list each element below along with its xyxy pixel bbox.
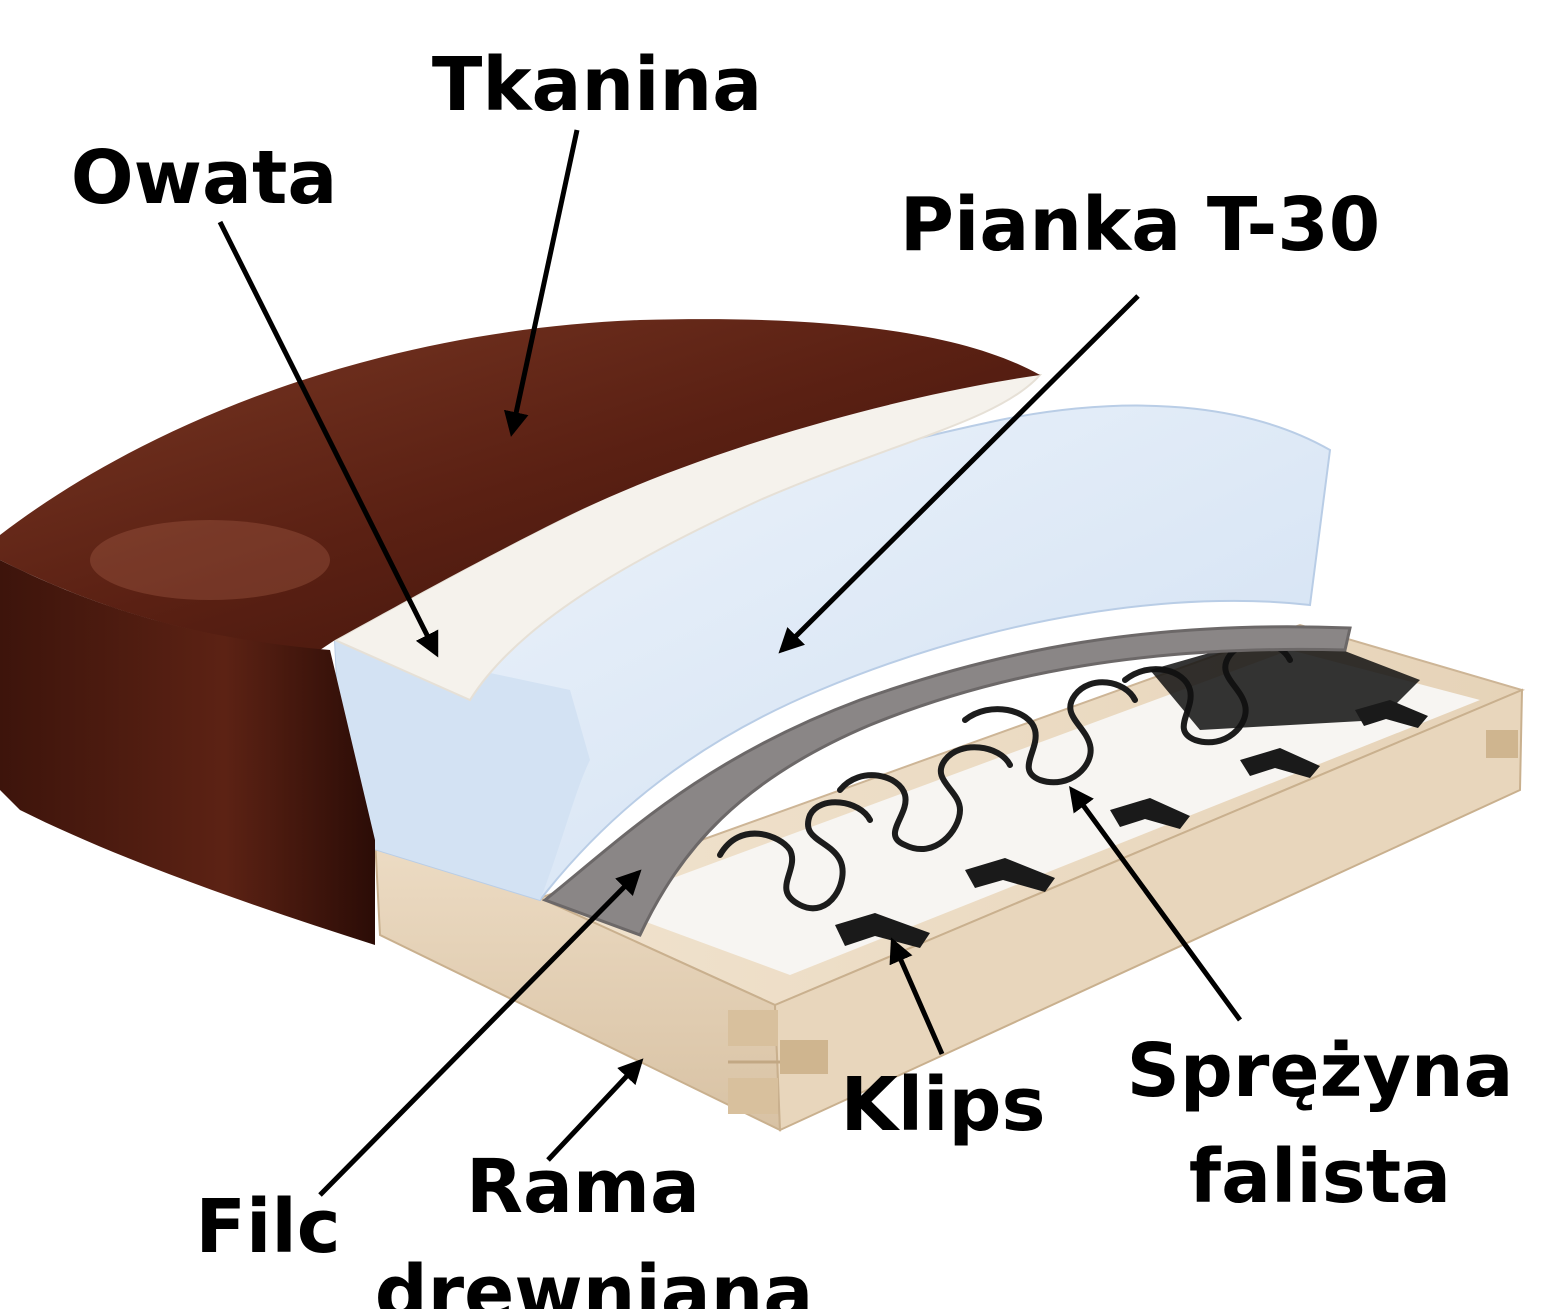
label-rama-line1: Rama (466, 1144, 700, 1230)
arrow-icon (889, 937, 945, 1056)
spring-clip-icon (1110, 798, 1190, 829)
arrow-icon (778, 294, 1140, 654)
label-owata: Owata (71, 135, 338, 221)
label-tkanina: Tkanina (432, 42, 762, 128)
label-klips: Klips (840, 1062, 1045, 1148)
frame-inner-base (600, 650, 1480, 975)
sinuous-spring-icon (837, 744, 1013, 853)
frame-right-side (773, 688, 1524, 1132)
arrow-icon (217, 220, 439, 658)
arrow-icon (503, 129, 580, 437)
felt-layer (541, 625, 1352, 937)
sinuous-spring-icon (717, 799, 873, 912)
spring-clip-icon (1240, 748, 1320, 778)
arrow-icon (1069, 785, 1243, 1022)
label-sprezyna-line1: Sprężyna (1127, 1028, 1514, 1114)
arrow-icon (546, 1058, 644, 1162)
foam-side-face (335, 640, 590, 900)
label-sprezyna-line2: falista (1189, 1134, 1451, 1220)
label-rama-line2: drewniana (375, 1250, 814, 1309)
spring-shadow (1150, 630, 1420, 730)
label-pianka: Pianka T-30 (900, 182, 1380, 268)
leather-top (0, 319, 1040, 650)
spring-clip-icon (965, 858, 1055, 892)
leather-side (0, 560, 375, 945)
leather-highlight (90, 520, 330, 600)
arrow-icon (318, 869, 642, 1197)
frame-joint (728, 1010, 778, 1046)
frame-joint (1486, 730, 1518, 758)
arrows (217, 129, 1243, 1197)
frame-joint (780, 1040, 828, 1074)
spring-clip-icon (1355, 700, 1428, 728)
label-filc: Filc (195, 1184, 340, 1270)
frame-joint (728, 1078, 778, 1114)
sinuous-spring-icon (962, 679, 1138, 786)
